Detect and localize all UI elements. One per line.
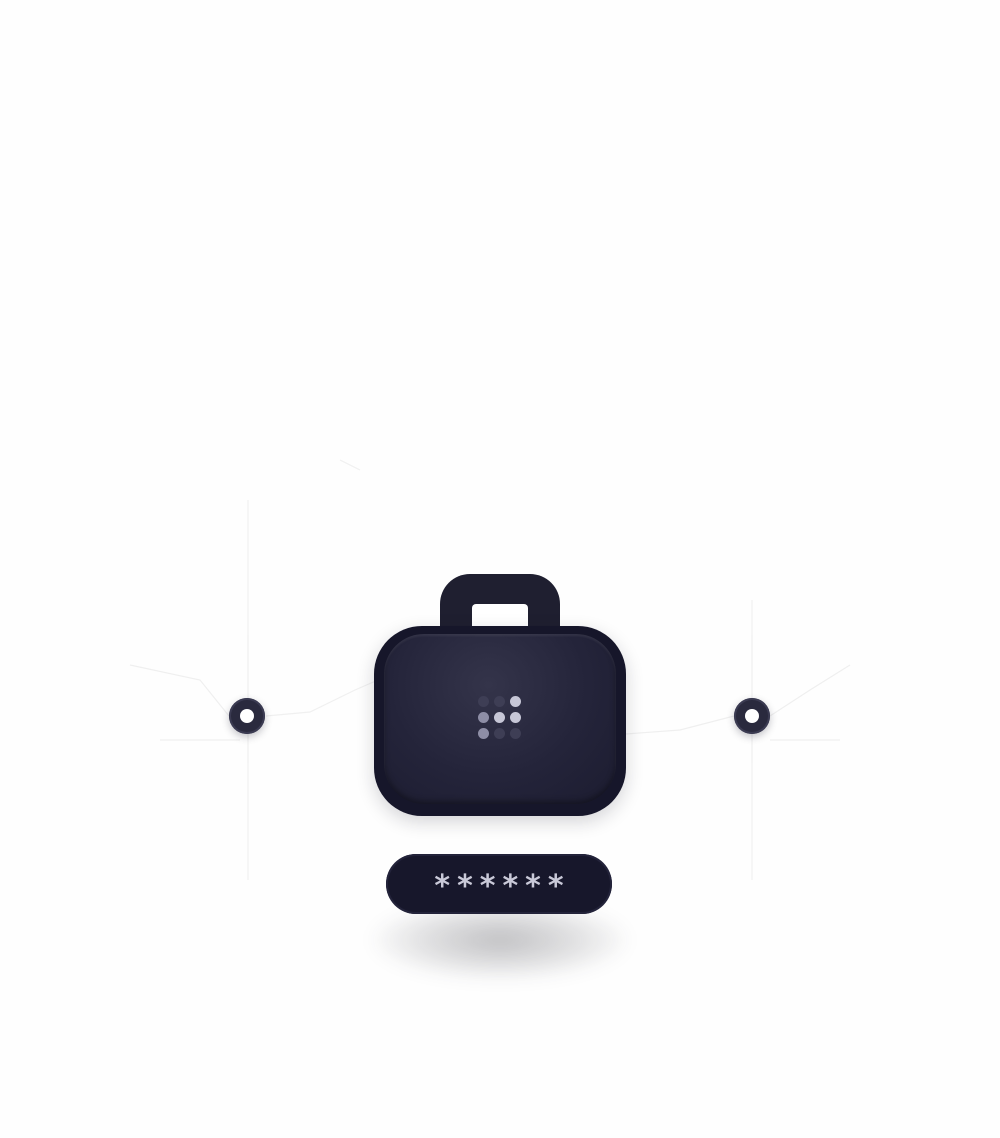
keypad-dot [478,728,489,739]
keypad-dot [510,696,521,707]
circuit-line-left-to-case [265,679,379,717]
circuit-line-top-left-fragment [339,459,361,471]
lock-case-icon [374,574,626,816]
password-mask-text: ****** [434,868,571,904]
keypad-dot [494,696,505,707]
case-body [374,626,626,816]
circuit-line-right-to-case [625,715,735,735]
password-field: ****** [386,854,612,914]
connector-node-right-icon [734,698,770,734]
keypad-dot [494,728,505,739]
keypad-dot [494,712,505,723]
circuit-line-right-branch [769,664,851,717]
keypad-dot [510,712,521,723]
keypad-dot [510,728,521,739]
keypad-dot [478,712,489,723]
keypad-dot [478,696,489,707]
circuit-line-left-branch [129,664,230,717]
keypad-icon [478,696,522,740]
connector-node-left-icon [229,698,265,734]
